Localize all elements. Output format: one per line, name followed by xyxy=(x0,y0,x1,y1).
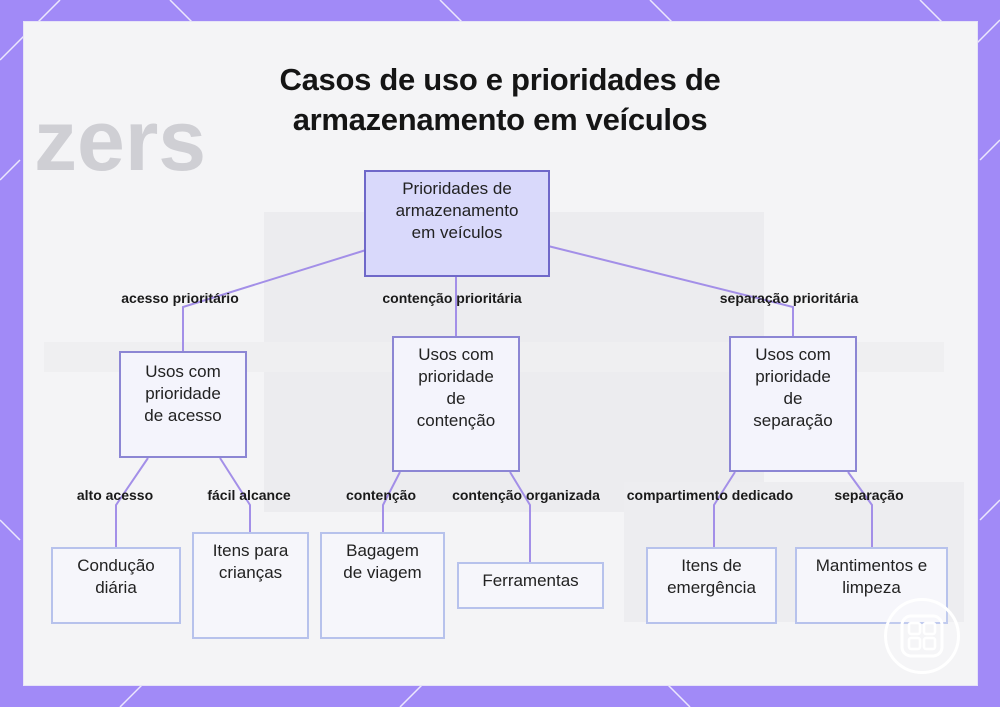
edge-root-access xyxy=(182,249,367,352)
edge-root-separation xyxy=(547,245,794,337)
app-badge xyxy=(884,598,960,674)
edge-access-daily xyxy=(115,457,149,548)
edge-containment-tools xyxy=(509,471,531,563)
edge-label-priority-access: acesso prioritário xyxy=(121,290,239,306)
node-root: Prioridades de armazenamento em veículos xyxy=(364,170,550,277)
node-emergency-items: Itens de emergência xyxy=(646,547,777,624)
node-kids-items-label: Itens para crianças xyxy=(212,541,289,582)
node-containment: Usos com prioridade de contenção xyxy=(392,336,520,472)
edge-label-high-access: alto acesso xyxy=(76,487,154,503)
node-tools-label: Ferramentas xyxy=(482,571,579,590)
node-separation-label: Usos com prioridade de separação xyxy=(753,345,833,430)
node-access-label: Usos com prioridade de acesso xyxy=(144,362,222,425)
edge-label-priority-separation: separação prioritária xyxy=(719,290,859,306)
node-separation: Usos com prioridade de separação xyxy=(729,336,857,472)
edge-label-containment: contenção xyxy=(345,487,417,503)
node-daily-driving-label: Condução diária xyxy=(77,556,155,597)
node-travel-luggage-label: Bagagem de viagem xyxy=(343,541,422,582)
edge-separation-groceries xyxy=(847,471,873,548)
app-grid-icon xyxy=(900,614,944,658)
edge-access-kids xyxy=(219,457,251,533)
edge-label-separation: separação xyxy=(834,487,904,503)
edge-label-priority-containment: contenção prioritária xyxy=(382,290,522,306)
node-tools: Ferramentas xyxy=(457,562,604,609)
diagram-title: Casos de uso e prioridades de armazename… xyxy=(279,62,721,137)
node-daily-driving: Condução diária xyxy=(51,547,181,624)
edge-separation-emergency xyxy=(713,471,736,548)
node-root-label: Prioridades de armazenamento em veículos xyxy=(395,179,519,242)
node-containment-label: Usos com prioridade de contenção xyxy=(416,345,496,430)
node-access: Usos com prioridade de acesso xyxy=(119,351,247,458)
edge-label-organized-containment: contenção organizada xyxy=(452,487,600,503)
node-travel-luggage: Bagagem de viagem xyxy=(320,532,445,639)
edge-label-dedicated-compartment: compartimento dedicado xyxy=(626,487,794,503)
edge-label-easy-reach: fácil alcance xyxy=(207,487,291,503)
node-emergency-items-label: Itens de emergência xyxy=(667,556,756,597)
node-groceries-cleaning-label: Mantimentos e limpeza xyxy=(815,556,928,597)
background-watermark: zers xyxy=(34,93,207,189)
node-kids-items: Itens para crianças xyxy=(192,532,309,639)
edge-containment-luggage xyxy=(382,471,401,533)
